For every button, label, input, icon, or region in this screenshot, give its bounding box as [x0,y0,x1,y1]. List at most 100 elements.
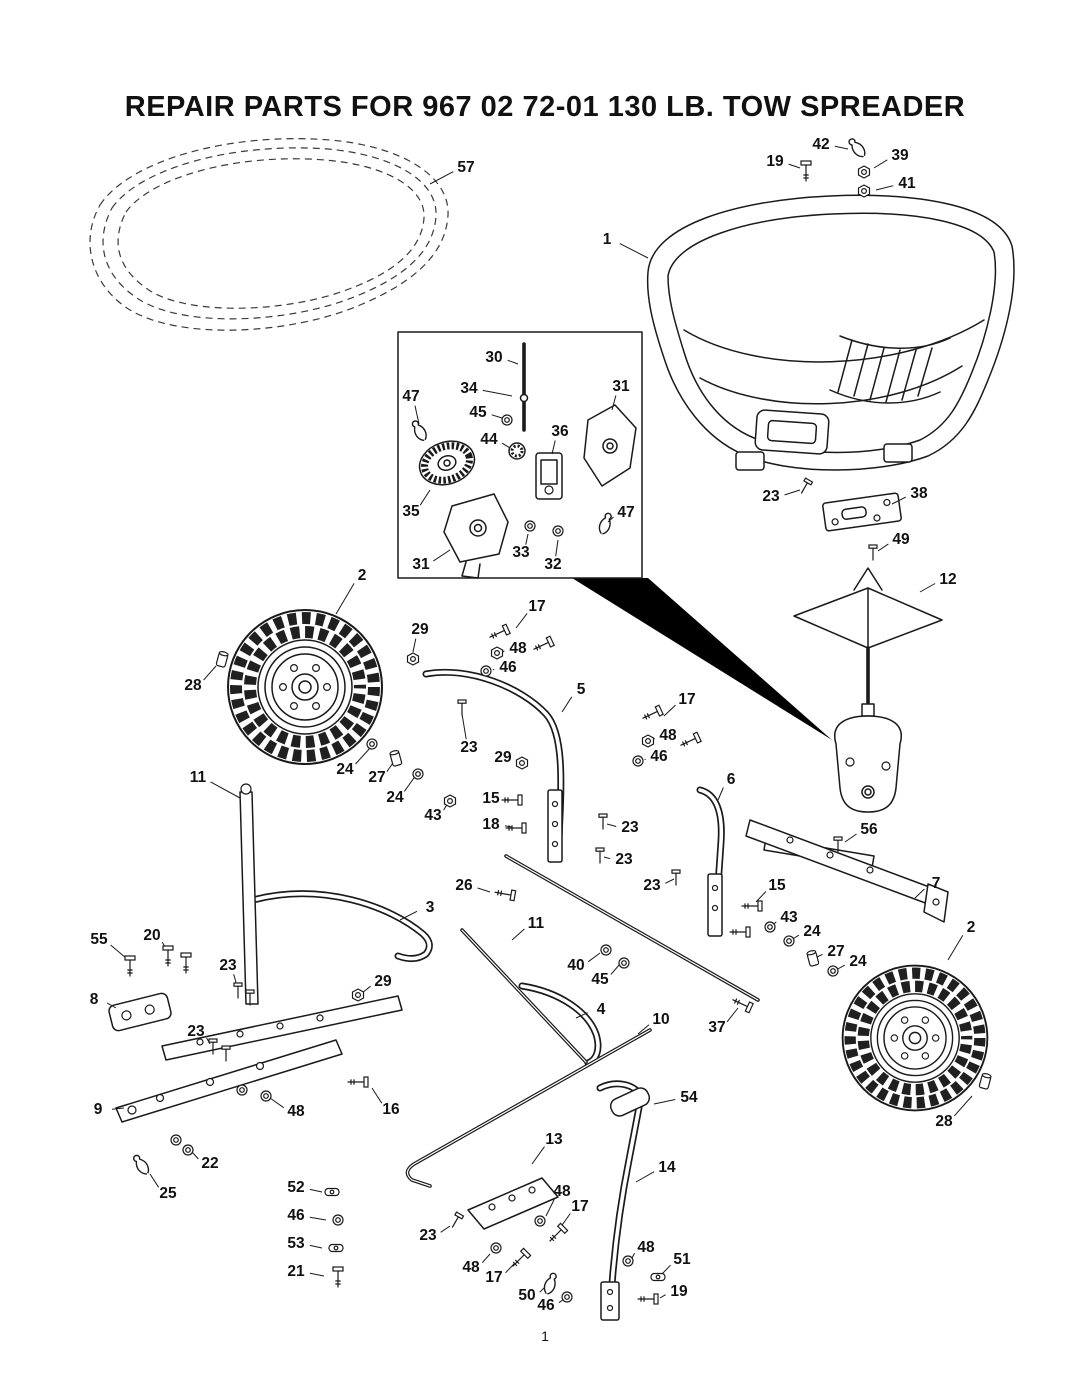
hardware-washer [534,1215,546,1227]
callout-leader [555,539,559,557]
callout-leader [877,543,889,552]
hardware-washer [260,1090,272,1102]
callout-leader [953,1095,973,1117]
part-callout-38: 38 [910,485,928,502]
hardware-washer [412,768,424,780]
hardware-bolt [180,952,192,974]
callout-leader [726,1007,739,1023]
part-callout-49: 49 [892,531,910,548]
part-callout-53: 53 [287,1235,305,1252]
page-title: REPAIR PARTS FOR 967 02 72-01 130 LB. TO… [124,91,966,124]
part-callout-35: 35 [402,503,420,520]
hardware-bolt [533,635,555,651]
callout-leader [399,910,418,921]
hardware-washer [182,1144,194,1156]
part-callout-5: 5 [577,681,586,698]
callout-leader [481,1253,491,1264]
hardware-washer [501,414,513,426]
part-callout-15: 15 [768,877,786,894]
callout-leader [501,442,511,449]
callout-leader [191,1151,199,1160]
callout-leader [875,185,894,191]
part-callout-24: 24 [386,789,404,806]
part-callout-37: 37 [708,1019,725,1036]
callout-leader [269,1097,284,1109]
part-callout-4: 4 [597,1001,606,1018]
hardware-clip [324,1187,340,1197]
callout-leader [665,878,675,884]
hardware-bolt [501,794,523,806]
callout-leader [502,650,505,653]
hardware-pin [411,420,427,441]
part-callout-46: 46 [537,1297,555,1314]
part-callout-46: 46 [499,659,517,676]
part-callout-45: 45 [469,404,487,421]
callout-leader [611,395,617,411]
callout-leader [919,583,936,593]
part-callout-26: 26 [455,877,473,894]
hardware-pin [543,1272,557,1295]
part-callout-57: 57 [457,159,474,176]
hardware-bolt [489,623,511,639]
hardware-nut [515,756,529,770]
callout-leader [111,1107,125,1110]
callout-leader [335,583,355,615]
hopper-mount-tab [735,451,765,471]
callout-leader [149,1173,160,1188]
part-callout-44: 44 [480,431,498,448]
part-callout-48: 48 [553,1183,571,1200]
part-callout-41: 41 [898,175,916,192]
part-callout-11: 11 [528,915,545,932]
hardware-bolt [332,1266,344,1288]
hardware-bolt [512,1247,532,1267]
part-callout-30: 30 [485,349,502,366]
hardware-washer [490,1242,502,1254]
hardware-spacer [806,950,820,967]
callout-leader [309,1244,323,1249]
part-callout-43: 43 [780,909,798,926]
hardware-clip [328,1243,344,1253]
part-callout-51: 51 [673,1251,691,1268]
callout-leader [539,1287,545,1293]
hardware-spacer [978,1073,992,1090]
hopper [646,194,1015,471]
hardware-washer [332,1214,344,1226]
part-callout-33: 33 [512,544,530,561]
hardware-bolt [741,900,763,912]
hardware-screw [221,1045,231,1062]
part-callout-17: 17 [678,691,695,708]
lid-gasket [89,138,449,331]
callout-leader [106,1002,117,1009]
hardware-nut [857,184,871,198]
callout-leader [784,489,801,496]
callout-leader [309,1188,323,1193]
callout-leader [545,1199,555,1217]
hardware-bolt [637,1293,659,1305]
detail-inset-box [397,331,643,579]
part-callout-8: 8 [90,991,99,1008]
pinion-44 [508,442,526,460]
part-callout-48: 48 [509,640,527,657]
hardware-screw [671,869,681,886]
hardware-screw [233,982,243,999]
hardware-washer [236,1084,248,1096]
hitch-plate-8 [108,992,172,1032]
part-callout-54: 54 [680,1089,698,1106]
part-callout-25: 25 [159,1185,177,1202]
part-callout-43: 43 [424,807,442,824]
part-callout-48: 48 [637,1239,655,1256]
part-callout-18: 18 [482,816,500,833]
part-callout-48: 48 [659,727,677,744]
inset-pointer-wedge [572,578,832,740]
part-callout-36: 36 [551,423,569,440]
callout-leader [309,1272,325,1277]
hardware-washer [618,957,630,969]
part-callout-23: 23 [460,739,478,756]
part-callout-2: 2 [358,567,367,584]
part-callout-52: 52 [287,1179,304,1196]
hardware-screw [245,989,255,1006]
part-callout-40: 40 [567,957,584,974]
part-callout-29: 29 [411,621,429,638]
hardware-screw [457,699,467,716]
